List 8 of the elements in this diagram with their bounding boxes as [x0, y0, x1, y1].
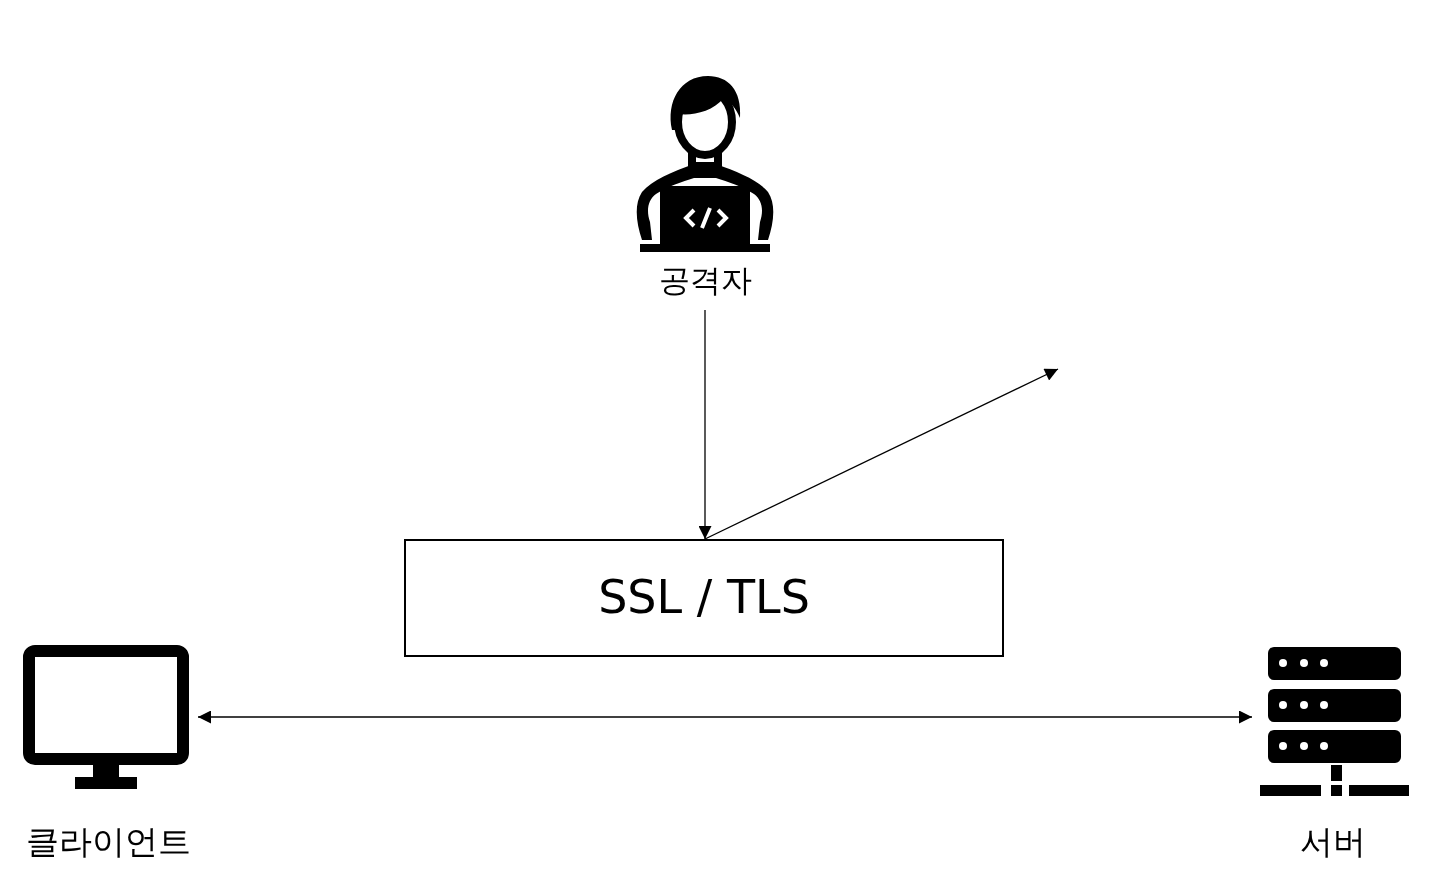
- arrow: [704, 368, 1059, 540]
- server-label: 서버: [1300, 822, 1366, 862]
- arrow: [197, 710, 1253, 724]
- attacker-label: 공격자: [658, 262, 752, 300]
- client-label: 클라이언트: [25, 822, 191, 862]
- protocol-box: [404, 539, 1004, 657]
- protocol-label: SSL / TLS: [598, 570, 810, 626]
- arrow: [698, 309, 712, 540]
